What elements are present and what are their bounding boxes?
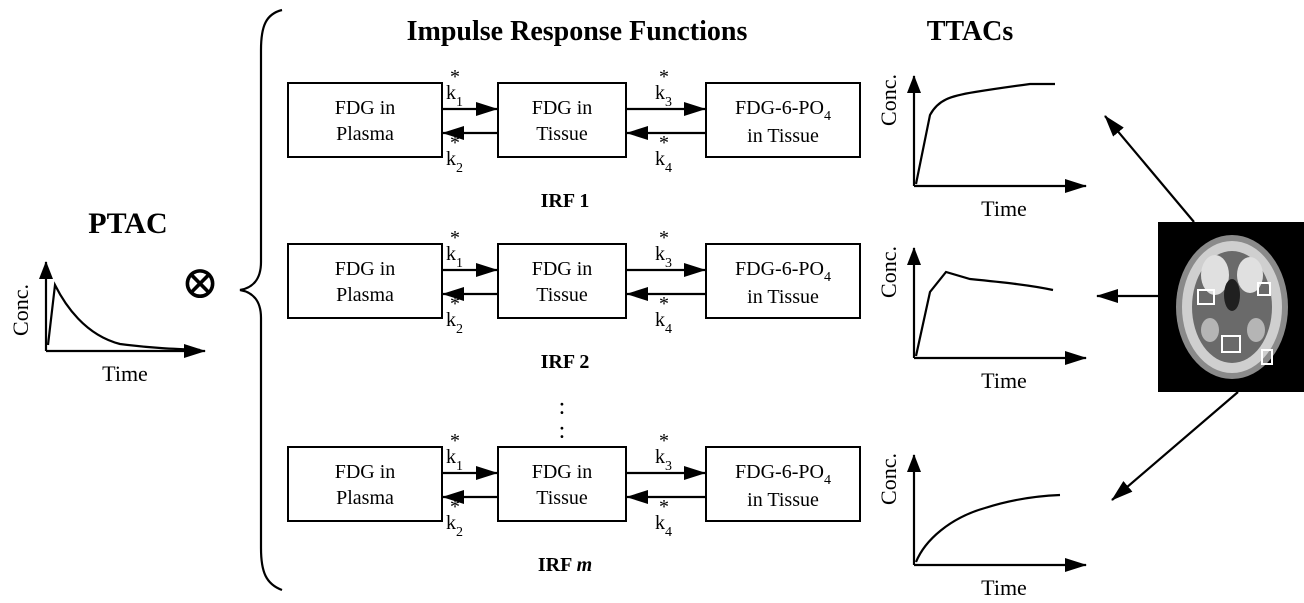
ttacs-heading: TTACs — [927, 16, 1014, 47]
k4-label-star: * — [659, 132, 669, 154]
plasma-label-line2: Plasma — [336, 123, 394, 145]
k1-label: k1 — [446, 446, 463, 474]
convolution-operator-icon: ⊗ — [181, 257, 220, 308]
k3-label-star: * — [659, 430, 669, 452]
irf-label: IRF 2 — [541, 351, 590, 373]
plasma-label-line2: Plasma — [336, 284, 394, 306]
ttac-x-label: Time — [981, 575, 1027, 600]
k4-label: k4 — [655, 309, 672, 337]
plasma-compartment-box — [287, 82, 443, 158]
irf-heading: Impulse Response Functions — [407, 16, 748, 47]
k2-label-star: * — [450, 496, 460, 518]
ttac-curve-rise-peak-decline — [914, 270, 1054, 357]
phosphate-compartment-box — [705, 446, 861, 522]
ttac-plot: Conc. Time — [876, 246, 1087, 393]
k2-label: k2 — [446, 512, 463, 540]
ttac-plot: Conc. Time — [876, 453, 1087, 600]
k4-label: k4 — [655, 512, 672, 540]
k2-label-star: * — [450, 132, 460, 154]
ttac-y-label: Conc. — [876, 246, 901, 298]
k4-label: k4 — [655, 148, 672, 176]
phosphate-label-line2: in Tissue — [747, 286, 819, 308]
irf-brace — [239, 8, 283, 592]
ttac-x-label: Time — [981, 368, 1027, 393]
irf-label: IRF m — [538, 554, 592, 576]
ttac-curve-fast-rise-plateau — [914, 82, 1055, 185]
ptac-title: PTAC — [88, 207, 167, 240]
plasma-compartment-box — [287, 446, 443, 522]
phosphate-label-line1: FDG-6-PO4 — [735, 258, 831, 285]
k2-label: k2 — [446, 309, 463, 337]
k1-label-star: * — [450, 227, 460, 249]
k3-label-star: * — [659, 66, 669, 88]
k4-label-star: * — [659, 496, 669, 518]
plasma-label-line1: FDG in — [335, 258, 396, 280]
phosphate-compartment-box — [705, 243, 861, 319]
tissue-label-line2: Tissue — [536, 123, 588, 145]
tissue-label-line1: FDG in — [532, 258, 593, 280]
tissue-label-line1: FDG in — [532, 97, 593, 119]
plasma-label-line1: FDG in — [335, 97, 396, 119]
tissue-compartment-box — [497, 243, 627, 319]
ptac-curve — [46, 281, 201, 352]
k3-label-star: * — [659, 227, 669, 249]
plasma-compartment-box — [287, 243, 443, 319]
brain-pet-slice-icon — [1176, 235, 1288, 379]
k3-label: k3 — [655, 446, 672, 474]
plasma-label-line1: FDG in — [335, 461, 396, 483]
brain-to-ttac1-arrow — [1104, 115, 1195, 223]
k4-label-star: * — [659, 293, 669, 315]
tissue-label-line2: Tissue — [536, 284, 588, 306]
phosphate-compartment-box — [705, 82, 861, 158]
phosphate-label-line1: FDG-6-PO4 — [735, 461, 831, 488]
ellipsis-top: : — [559, 394, 566, 420]
ttac-plot: Conc. Time — [876, 74, 1087, 221]
k1-label: k1 — [446, 82, 463, 110]
ellipsis-bottom: : — [559, 418, 566, 444]
tissue-compartment-box — [497, 446, 627, 522]
tissue-label-line1: FDG in — [532, 461, 593, 483]
k1-label-star: * — [450, 430, 460, 452]
tissue-compartment-box — [497, 82, 627, 158]
k3-label: k3 — [655, 243, 672, 271]
ptac-plot: PTAC Conc. Time — [8, 207, 206, 386]
tissue-label-line2: Tissue — [536, 487, 588, 509]
k2-label: k2 — [446, 148, 463, 176]
k1-label-star: * — [450, 66, 460, 88]
ttac-curve-slow-saturating — [914, 493, 1061, 563]
ptac-x-label: Time — [102, 361, 148, 386]
irf-label: IRF 1 — [541, 190, 590, 212]
k2-label-star: * — [450, 293, 460, 315]
k3-label: k3 — [655, 82, 672, 110]
plasma-label-line2: Plasma — [336, 487, 394, 509]
ttac-y-label: Conc. — [876, 453, 901, 505]
k1-label: k1 — [446, 243, 463, 271]
phosphate-label-line1: FDG-6-PO4 — [735, 97, 831, 124]
phosphate-label-line2: in Tissue — [747, 489, 819, 511]
ptac-y-label: Conc. — [8, 284, 33, 336]
brain-image — [1158, 222, 1304, 392]
ttac-x-label: Time — [981, 196, 1027, 221]
brain-to-ttac3-arrow — [1111, 391, 1239, 501]
phosphate-label-line2: in Tissue — [747, 125, 819, 147]
ttac-y-label: Conc. — [876, 74, 901, 126]
